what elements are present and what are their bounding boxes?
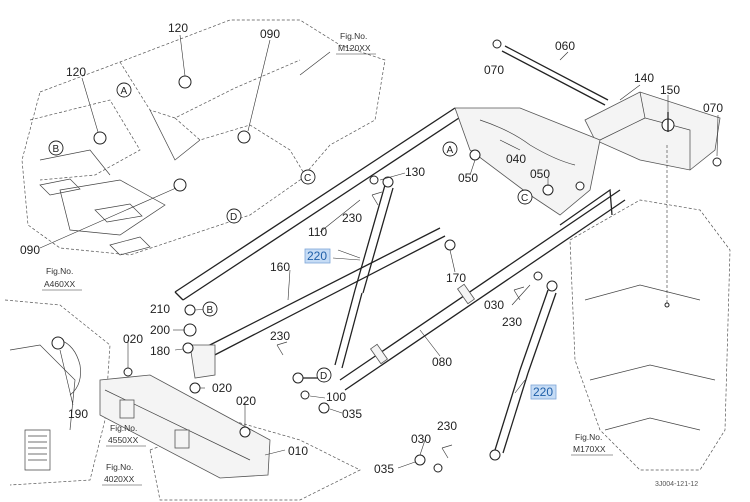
part-label: 160 bbox=[270, 260, 290, 274]
svg-text:Fig.No.: Fig.No. bbox=[106, 462, 133, 472]
part-label: 035 bbox=[342, 407, 362, 421]
part-label: 060 bbox=[555, 39, 575, 53]
part-label: 120 bbox=[168, 21, 188, 35]
part-label: 150 bbox=[660, 83, 680, 97]
part-label: 050 bbox=[530, 167, 550, 181]
highlight-label-220-lower: 220 bbox=[533, 385, 553, 399]
highlight-label-220-upper: 220 bbox=[307, 249, 327, 263]
svg-text:Fig.No.: Fig.No. bbox=[110, 423, 137, 433]
part-label: 230 bbox=[270, 329, 290, 343]
part-label: 230 bbox=[342, 211, 362, 225]
leader-lines bbox=[39, 34, 719, 469]
part-label: 020 bbox=[212, 381, 232, 395]
callout-b: B bbox=[207, 305, 214, 316]
part-label: 140 bbox=[634, 71, 654, 85]
part-label: 030 bbox=[484, 298, 504, 312]
svg-text:4020XX: 4020XX bbox=[104, 474, 135, 484]
part-label: 050 bbox=[458, 171, 478, 185]
part-label: 030 bbox=[411, 432, 431, 446]
part-label: 180 bbox=[150, 344, 170, 358]
part-label: 190 bbox=[68, 407, 88, 421]
part-label: 170 bbox=[446, 271, 466, 285]
part-label: 035 bbox=[374, 462, 394, 476]
part-label: 040 bbox=[506, 152, 526, 166]
callout-d: D bbox=[320, 371, 327, 382]
part-label: 230 bbox=[502, 315, 522, 329]
drawing-code: 3J004-121-12 bbox=[655, 481, 698, 488]
part-label: 010 bbox=[288, 444, 308, 458]
part-label: 070 bbox=[703, 101, 723, 115]
svg-text:4550XX: 4550XX bbox=[108, 435, 139, 445]
fig-ref-4020: Fig.No. 4020XX bbox=[102, 462, 142, 486]
part-label: 020 bbox=[236, 394, 256, 408]
highlighted-labels: 220 220 bbox=[304, 248, 557, 400]
part-label: 090 bbox=[260, 27, 280, 41]
callout-d: D bbox=[230, 212, 237, 223]
fig-ref-m170: Fig.No. M170XX bbox=[571, 432, 613, 456]
part-label: 210 bbox=[150, 302, 170, 316]
part-label: 080 bbox=[432, 355, 452, 369]
svg-text:Fig.No.: Fig.No. bbox=[46, 266, 73, 276]
part-label: 090 bbox=[20, 243, 40, 257]
part-label: 120 bbox=[66, 65, 86, 79]
svg-text:A460XX: A460XX bbox=[44, 279, 76, 289]
part-label: 110 bbox=[308, 225, 327, 239]
svg-text:M120XX: M120XX bbox=[338, 43, 371, 53]
svg-text:Fig.No.: Fig.No. bbox=[575, 432, 602, 442]
fig-ref-4550: Fig.No. 4550XX bbox=[106, 423, 146, 447]
fig-ref-m120: Fig.No. M120XX bbox=[336, 31, 376, 55]
callout-c: C bbox=[521, 193, 528, 204]
callout-c: C bbox=[304, 173, 311, 184]
part-label: 020 bbox=[123, 332, 143, 346]
callouts: A A B B C C D D bbox=[48, 82, 533, 383]
part-label: 070 bbox=[484, 63, 504, 77]
hardware bbox=[51, 39, 722, 479]
part-label: 100 bbox=[326, 390, 346, 404]
fig-ref-a460: Fig.No. A460XX bbox=[42, 266, 82, 291]
part-label: 230 bbox=[437, 419, 457, 433]
callout-a: A bbox=[121, 86, 128, 97]
callout-a: A bbox=[447, 145, 454, 156]
svg-text:Fig.No.: Fig.No. bbox=[340, 31, 367, 41]
callout-b: B bbox=[53, 144, 60, 155]
part-labels: 120 120 090 090 060 070 070 140 150 040 … bbox=[20, 21, 723, 476]
svg-text:M170XX: M170XX bbox=[573, 444, 606, 454]
figure-refs: Fig.No. M120XX Fig.No. A460XX Fig.No. 4550X… bbox=[42, 31, 613, 486]
part-label: 200 bbox=[150, 323, 170, 337]
context-outlines bbox=[4, 19, 731, 501]
part-label: 130 bbox=[405, 165, 425, 179]
